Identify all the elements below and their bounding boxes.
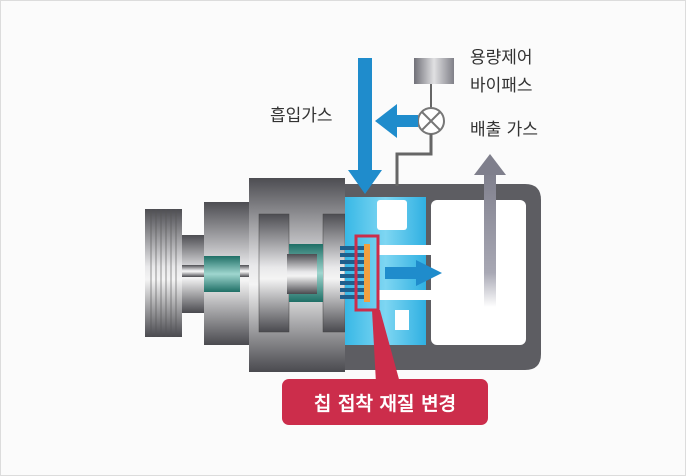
compression-flow-arrow [385,260,442,286]
discharge-chamber [431,200,526,345]
bypass-label: 바이패스 [470,76,533,96]
exhaust-arrow [474,154,506,307]
capacity-control-label: 용량제어 [470,48,533,68]
callout-pointer [372,310,400,383]
chip-material-change-callout: 칩 접착 재질 변경 [282,379,488,425]
bypass-pipe [395,134,433,186]
bypass-arrow [375,104,418,138]
pulley [145,209,182,337]
shaft-seal [204,256,240,292]
control-valve-actuator [414,58,454,84]
suction-arrow [348,58,382,194]
rotor-disc-1 [258,213,290,333]
discharge-gas-label: 배출 가스 [470,120,538,140]
rotor-disc-2 [322,213,346,333]
chip-highlight-box [354,234,380,312]
suction-gas-label: 흡입가스 [270,106,333,126]
inner-shaft [287,254,317,294]
